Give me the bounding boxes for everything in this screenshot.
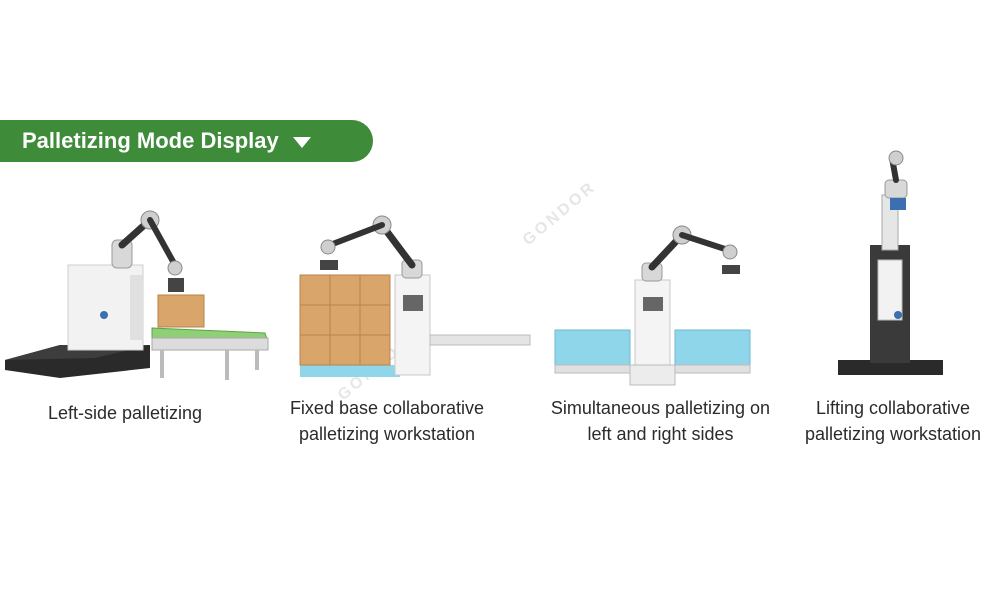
left-side-palletizer-illustration [5,210,269,380]
caption-line: palletizing workstation [804,424,982,444]
banner-title: Palletizing Mode Display [22,128,279,153]
mode-caption: Simultaneous palletizing on left and rig… [538,395,783,447]
caption-line: Lifting collaborative [815,398,971,418]
mode-caption: Fixed base collaborative palletizing wor… [272,395,502,447]
chevron-down-icon[interactable] [292,137,311,148]
mode-caption: Lifting collaborative palletizing workst… [788,395,998,447]
caption-line: Left-side palletizing [47,403,203,423]
caption-line: palletizing workstation [298,424,476,444]
section-banner[interactable]: Palletizing Mode Display [0,120,373,162]
mode-left-side-palletizing [0,200,280,390]
caption-line: Simultaneous palletizing on [550,398,771,418]
fixed-base-workstation-illustration [299,215,531,377]
mode-fixed-base-workstation [290,205,540,385]
caption-line: left and right sides [587,424,734,444]
dual-side-palletizer-illustration [554,225,751,386]
caption-line: Fixed base collaborative [289,398,485,418]
lifting-workstation-illustration [838,150,943,375]
mode-caption: Left-side palletizing [0,400,250,426]
mode-lifting-workstation [830,150,950,385]
mode-dual-side-palletizing [550,225,760,390]
